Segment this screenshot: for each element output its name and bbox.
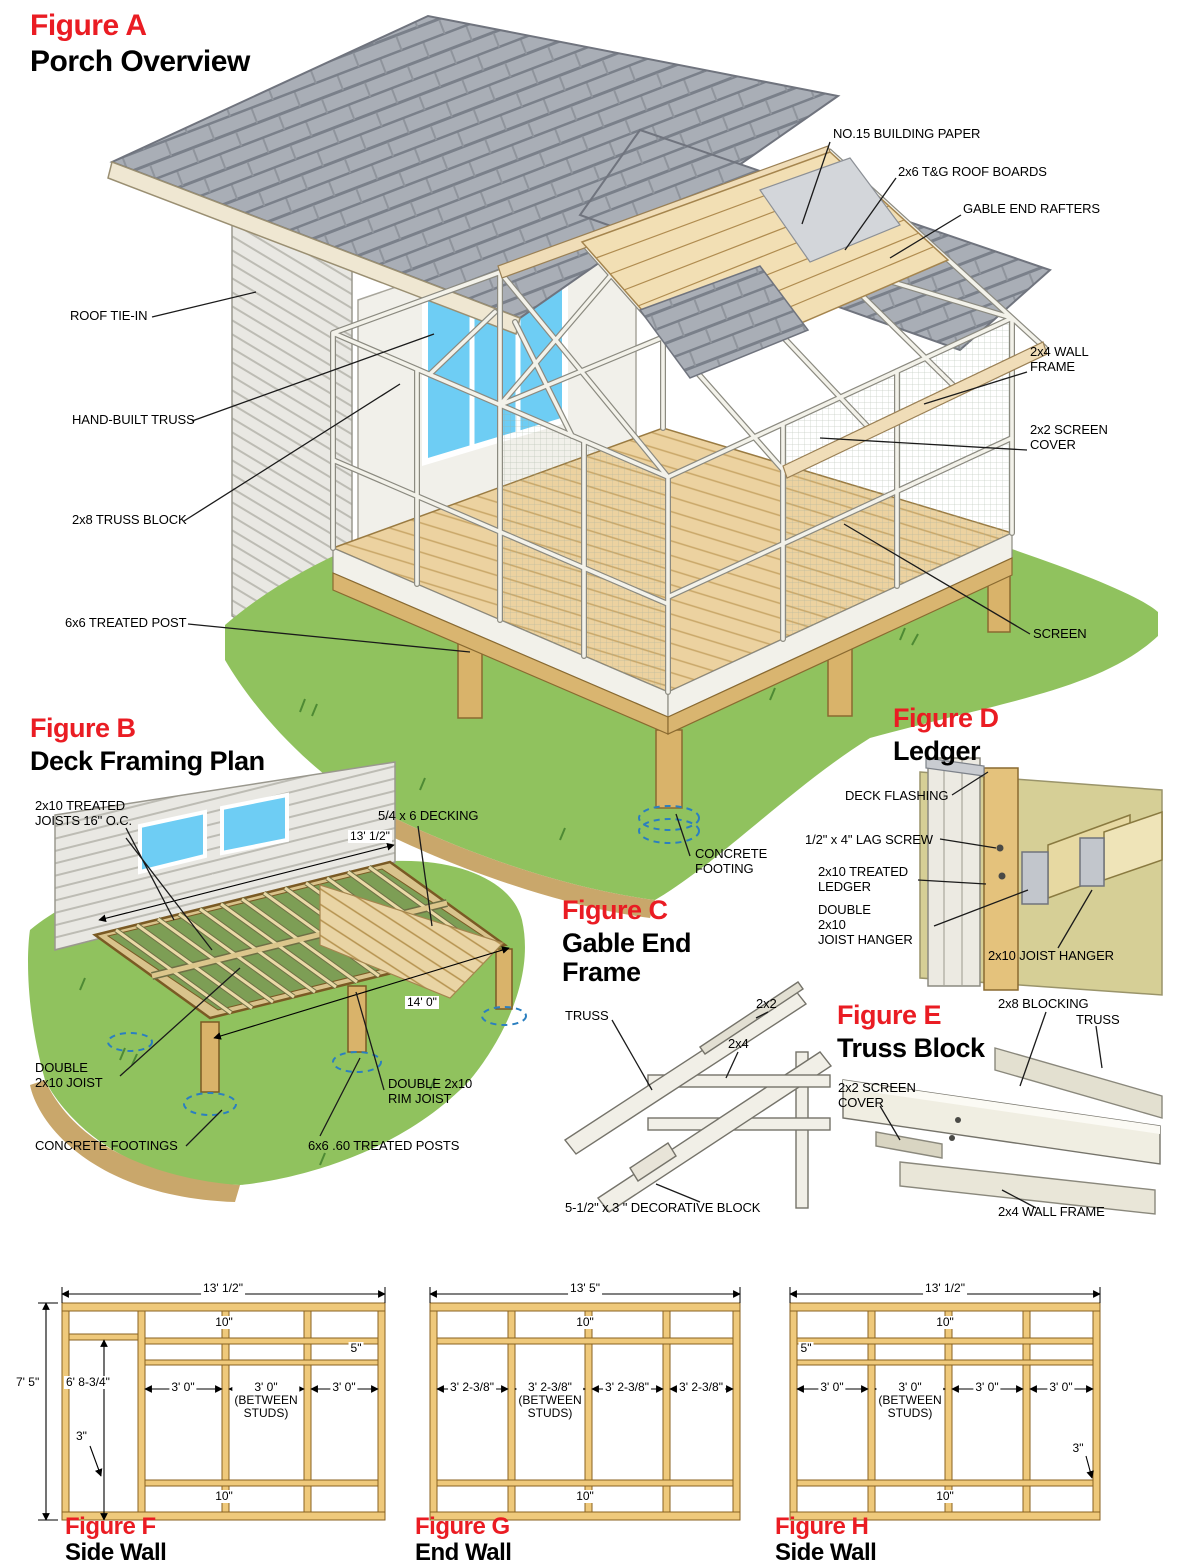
callout-double-joist: DOUBLE 2x10 JOIST bbox=[35, 1060, 103, 1090]
dim-h-bottom-rail: 10" bbox=[934, 1489, 956, 1503]
figure-d-label: Figure D bbox=[893, 703, 999, 733]
callout-concrete-footing: CONCRETE FOOTING bbox=[695, 846, 768, 876]
figure-e-title: Truss Block bbox=[837, 1033, 985, 1063]
callout-lag-screw: 1/2" x 4" LAG SCREW bbox=[805, 832, 933, 847]
dim-g-top-rail: 10" bbox=[574, 1315, 596, 1329]
dim-h-bay1: 3' 0" bbox=[818, 1380, 846, 1394]
figure-g-title: End Wall bbox=[415, 1539, 512, 1565]
dim-g-bay1: 3' 2-3/8" bbox=[448, 1380, 496, 1394]
figure-f-frame bbox=[61, 1302, 386, 1521]
callout-footings: CONCRETE FOOTINGS bbox=[35, 1138, 178, 1153]
dim-f-bottom-rail: 10" bbox=[213, 1489, 235, 1503]
callout-wall-frame-e: 2x4 WALL FRAME bbox=[998, 1204, 1105, 1219]
dim-g-bay2: 3' 2-3/8" (BETWEEN STUDS) bbox=[516, 1380, 584, 1420]
figure-b-label: Figure B bbox=[30, 713, 136, 743]
figure-f-title: Side Wall bbox=[65, 1539, 167, 1565]
figure-a-illustration bbox=[107, 14, 1158, 918]
dim-h-bay3: 3' 0" bbox=[973, 1380, 1001, 1394]
callout-roof-tie-in: ROOF TIE-IN bbox=[70, 308, 148, 323]
callout-treated-ledger: 2x10 TREATED LEDGER bbox=[818, 864, 909, 894]
callout-decking: 5/4 x 6 DECKING bbox=[378, 808, 479, 823]
figure-d-illustration bbox=[919, 757, 1163, 996]
callout-truss-block: 2x8 TRUSS BLOCK bbox=[72, 512, 187, 527]
callout-treated-post: 6x6 TREATED POST bbox=[65, 615, 187, 630]
dim-h-rail-gap: 5" bbox=[798, 1341, 814, 1355]
figure-c-title: Gable End Frame bbox=[562, 928, 692, 987]
figure-d-title: Ledger bbox=[893, 736, 981, 766]
callout-joists: 2x10 TREATED JOISTS 16" O.C. bbox=[35, 798, 133, 828]
dim-g-bottom-rail: 10" bbox=[574, 1489, 596, 1503]
dim-f-bay2: 3' 0" (BETWEEN STUDS) bbox=[232, 1380, 300, 1420]
callout-2x4: 2x4 bbox=[728, 1036, 749, 1051]
dim-f-bay1: 3' 0" bbox=[169, 1380, 197, 1394]
dim-f-height: 7' 5" bbox=[14, 1375, 42, 1389]
callout-wall-frame: 2x4 WALL FRAME bbox=[1030, 344, 1089, 374]
figure-b-title: Deck Framing Plan bbox=[30, 746, 265, 776]
callout-screen: SCREEN bbox=[1033, 626, 1087, 641]
dim-f-width: 13' 1/2" bbox=[201, 1281, 245, 1295]
dim-g-bay3: 3' 2-3/8" bbox=[603, 1380, 651, 1394]
callout-hand-built-truss: HAND-BUILT TRUSS bbox=[72, 412, 195, 427]
callout-deck-flashing: DECK FLASHING bbox=[845, 788, 949, 803]
callout-screen-cover: 2x2 SCREEN COVER bbox=[1030, 422, 1108, 452]
dim-deck-width: 13' 1/2" bbox=[348, 829, 392, 843]
figure-c-illustration bbox=[563, 981, 833, 1213]
callout-building-paper: NO.15 BUILDING PAPER bbox=[833, 126, 981, 141]
dim-deck-depth: 14' 0" bbox=[405, 995, 439, 1009]
figure-f-label: Figure F bbox=[65, 1513, 156, 1540]
callout-blocking: 2x8 BLOCKING bbox=[998, 996, 1089, 1011]
dim-g-bay4: 3' 2-3/8" bbox=[677, 1380, 725, 1394]
figure-a-title: Porch Overview bbox=[30, 45, 250, 78]
deck-flashing-shape bbox=[925, 757, 985, 777]
figure-g-label: Figure G bbox=[415, 1513, 510, 1540]
callout-2x2: 2x2 bbox=[756, 996, 777, 1011]
dim-h-bay2: 3' 0" (BETWEEN STUDS) bbox=[876, 1380, 944, 1420]
joist-hanger-shape bbox=[1021, 851, 1049, 905]
dim-f-rail-gap: 5" bbox=[348, 1341, 364, 1355]
callout-double-joist-hanger: DOUBLE 2x10 JOIST HANGER bbox=[818, 902, 913, 947]
dim-f-top-rail: 10" bbox=[213, 1315, 235, 1329]
figure-e-illustration bbox=[842, 1047, 1163, 1215]
leader-lines bbox=[119, 141, 1103, 1209]
callout-gable-end-rafters: GABLE END RAFTERS bbox=[963, 201, 1100, 216]
callout-truss-e: TRUSS bbox=[1076, 1012, 1120, 1027]
figure-h-label: Figure H bbox=[775, 1513, 869, 1540]
callout-decorative-block: 5-1/2" x 3 " DECORATIVE BLOCK bbox=[565, 1200, 761, 1215]
figure-h-frame bbox=[789, 1302, 1101, 1521]
dim-h-bay4: 3' 0" bbox=[1047, 1380, 1075, 1394]
dim-h-top-rail: 10" bbox=[934, 1315, 956, 1329]
callout-roof-boards: 2x6 T&G ROOF BOARDS bbox=[898, 164, 1047, 179]
callout-screen-cover-e: 2x2 SCREEN COVER bbox=[838, 1080, 916, 1110]
dim-h-bottom-gap: 3" bbox=[1070, 1441, 1086, 1455]
callout-posts: 6x6 .60 TREATED POSTS bbox=[308, 1138, 460, 1153]
figure-c-label: Figure C bbox=[562, 895, 668, 925]
joist-hanger-shape-2 bbox=[1079, 837, 1105, 887]
dim-f-bay3: 3' 0" bbox=[330, 1380, 358, 1394]
figure-g-frame bbox=[429, 1302, 741, 1521]
callout-joist-hanger: 2x10 JOIST HANGER bbox=[988, 948, 1114, 963]
concrete-footing-marker bbox=[638, 805, 700, 844]
dim-h-width: 13' 1/2" bbox=[923, 1281, 967, 1295]
callout-truss-c: TRUSS bbox=[565, 1008, 609, 1023]
figure-a-label: Figure A bbox=[30, 9, 147, 42]
callout-rim-joist: DOUBLE 2x10 RIM JOIST bbox=[388, 1076, 473, 1106]
figure-h-title: Side Wall bbox=[775, 1539, 877, 1565]
dim-f-bottom-gap: 3" bbox=[74, 1429, 89, 1443]
dim-f-door-height: 6' 8-3/4" bbox=[64, 1375, 112, 1389]
figure-e-label: Figure E bbox=[837, 1000, 942, 1030]
dim-g-width: 13' 5" bbox=[568, 1281, 602, 1295]
